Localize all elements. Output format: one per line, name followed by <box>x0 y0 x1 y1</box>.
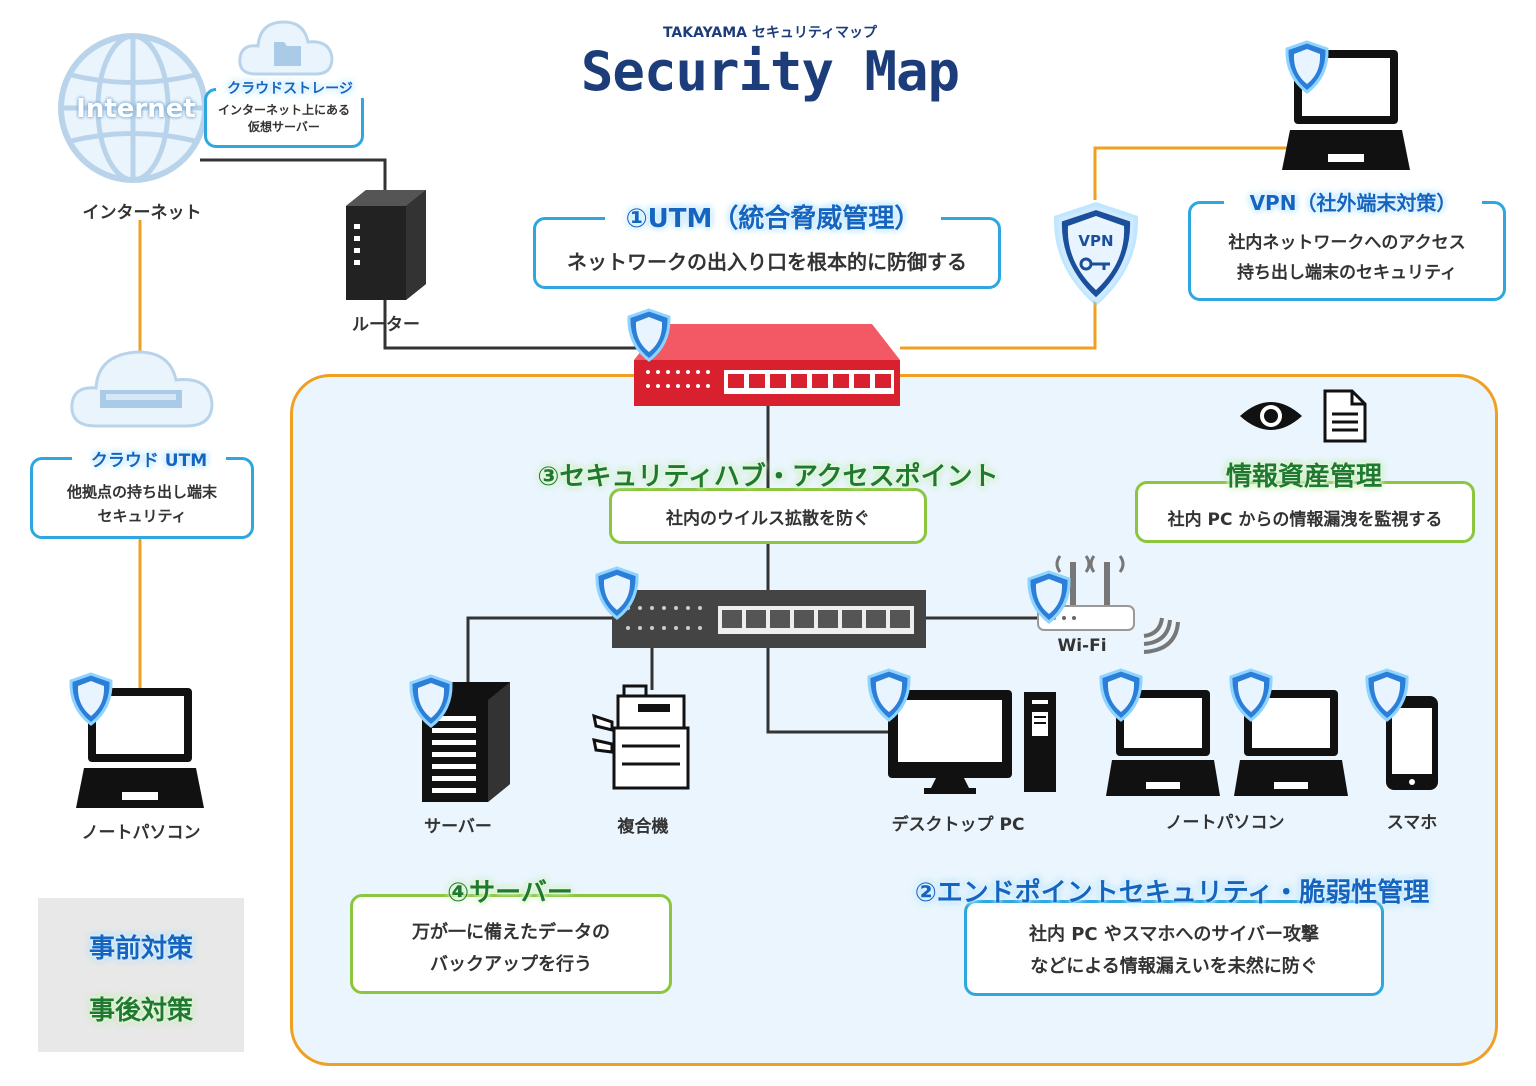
endpoint-box: 社内 PC やスマホへのサイバー攻撃 などによる情報漏えいを未然に防ぐ <box>964 900 1384 996</box>
vpn-line2: 持ち出し端末のセキュリティ <box>1237 263 1457 283</box>
server-label: サーバー <box>424 817 492 837</box>
legend-post-item: 事後対策 <box>88 996 193 1026</box>
shield-icon-hub <box>594 566 640 620</box>
asset-mgmt-desc: 社内 PC からの情報漏洩を監視する <box>1167 509 1443 530</box>
page-subtitle: TAKAYAMA セキュリティマップ <box>662 25 878 41</box>
legend-pre-item: 事前対策 <box>88 934 193 964</box>
shield-icon-wifi <box>1026 570 1072 624</box>
shield-icon-laptop-2 <box>1228 668 1274 722</box>
endpoint-title: ②エンドポイントセキュリティ・脆弱性管理 <box>914 878 1430 908</box>
endpoint-line1: 社内 PC やスマホへのサイバー攻撃 <box>1028 924 1320 945</box>
mfp-printer-icon <box>590 682 690 794</box>
asset-mgmt-title: 情報資産管理 <box>1225 462 1382 492</box>
router-label: ルーター <box>352 315 420 335</box>
vpn-shield-icon <box>1048 198 1144 310</box>
security-hub-desc: 社内のウイルス拡散を防ぐ <box>666 508 870 529</box>
shield-icon-remote-laptop <box>68 672 114 726</box>
cloud-storage-icon <box>236 12 336 82</box>
remote-laptop2-icon <box>74 684 206 816</box>
shield-icon-vpn-laptop <box>1284 40 1330 94</box>
asset-mgmt-box: 社内 PC からの情報漏洩を監視する <box>1135 481 1475 543</box>
mfp-label: 複合機 <box>617 817 669 837</box>
backup-title: ④サーバー <box>447 878 573 908</box>
wifi-router-icon <box>1032 540 1182 658</box>
shield-icon-laptop-1 <box>1098 668 1144 722</box>
backup-line2: バックアップを行う <box>430 954 592 975</box>
document-icon <box>1322 388 1368 444</box>
legend-panel: 事前対策 事後対策 <box>38 898 244 1052</box>
wifi-label: Wi-Fi <box>1057 636 1107 656</box>
laptop-label: ノートパソコン <box>1165 813 1285 833</box>
desktop-pc-icon <box>884 686 1064 798</box>
shield-icon-server <box>408 674 454 728</box>
router-icon <box>338 184 430 304</box>
security-hub-title: ③セキュリティハブ・アクセスポイント <box>537 462 999 492</box>
utm-title: ①UTM（統合脅威管理） <box>605 198 941 235</box>
eye-icon <box>1238 398 1304 434</box>
vpn-badge-text: VPN <box>1078 232 1114 250</box>
utm-appliance-icon <box>632 320 902 408</box>
shield-icon-phone <box>1364 668 1410 722</box>
internet-globe-text: Internet <box>76 94 196 124</box>
cloud-utm-line1: 他拠点の持ち出し端末 <box>66 483 217 501</box>
security-hub-box: 社内のウイルス拡散を防ぐ <box>609 488 927 544</box>
page-title: Security Map <box>580 40 960 103</box>
shield-icon-desktop <box>866 668 912 722</box>
laptop-icon-2 <box>1232 686 1350 800</box>
cloud-storage-box: インターネット上にある 仮想サーバー <box>204 88 364 148</box>
vpn-title: VPN（社外端末対策） <box>1224 187 1482 216</box>
vpn-box: 社内ネットワークへのアクセス 持ち出し端末のセキュリティ <box>1188 201 1506 301</box>
remote-laptop-label: ノートパソコン <box>81 823 201 843</box>
cloud-storage-line1: インターネット上にある <box>217 103 350 117</box>
smartphone-icon <box>1382 694 1442 792</box>
internet-label: インターネット <box>82 203 202 223</box>
cloud-utm-line2: セキュリティ <box>97 507 187 525</box>
utm-desc: ネットワークの出入り口を根本的に防御する <box>567 249 967 274</box>
switch-hub-icon <box>610 588 928 650</box>
phone-label: スマホ <box>1386 813 1438 833</box>
vpn-line1: 社内ネットワークへのアクセス <box>1228 233 1466 253</box>
backup-box: 万が一に備えたデータの バックアップを行う <box>350 894 672 994</box>
desktop-label: デスクトップ PC <box>891 815 1025 835</box>
laptop-icon-1 <box>1104 686 1222 800</box>
cloud-utm-icon <box>66 340 216 432</box>
endpoint-line2: などによる情報漏えいを未然に防ぐ <box>1030 956 1318 977</box>
backup-line1: 万が一に備えたデータの <box>412 922 610 943</box>
shield-icon-utm <box>626 308 672 362</box>
cloud-storage-line2: 仮想サーバー <box>248 120 320 134</box>
cloud-utm-title: クラウド UTM <box>72 446 226 471</box>
cloud-storage-title: クラウドストレージ <box>216 78 364 98</box>
